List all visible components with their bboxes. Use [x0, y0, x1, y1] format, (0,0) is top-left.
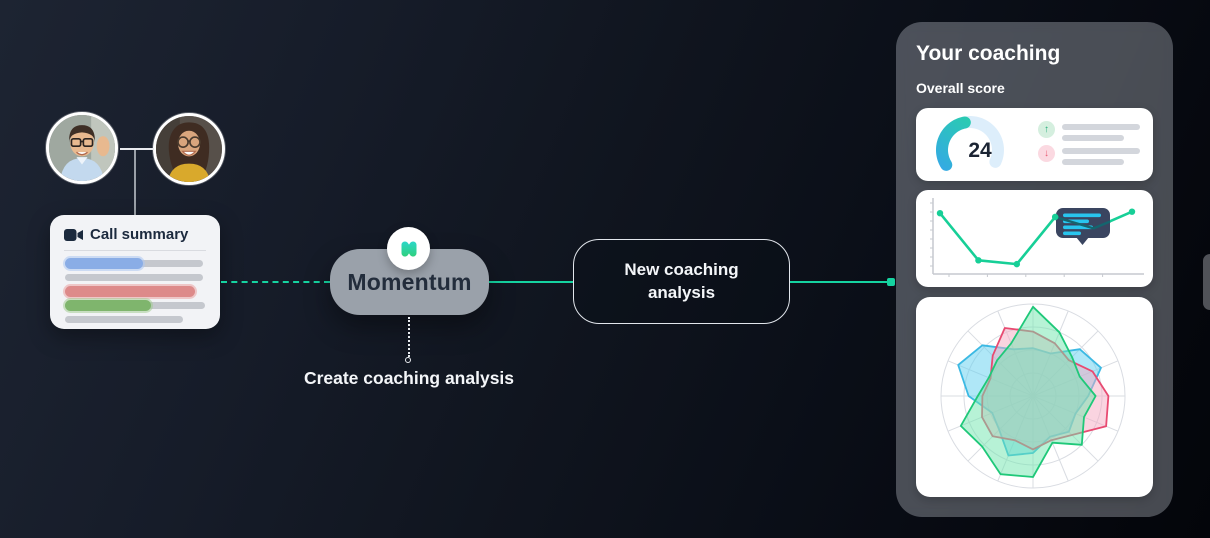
avatar-connector-line — [120, 148, 154, 150]
transcript-skeleton — [50, 251, 220, 323]
call-summary-title: Call summary — [90, 226, 189, 243]
skeleton-bar-gray — [65, 316, 183, 323]
gauge-svg — [935, 116, 1005, 171]
analysis-label: New coaching analysis — [624, 260, 739, 302]
gauge-value: 24 — [968, 139, 992, 162]
panel-subtitle: Overall score — [916, 80, 1005, 96]
skeleton-bar-gray — [65, 274, 203, 281]
overall-score-card: 24 ↑ ↓ — [916, 108, 1153, 181]
radar-chart-card — [916, 297, 1153, 497]
trend-chart-card — [916, 190, 1153, 287]
offscreen-card-edge — [1203, 254, 1210, 310]
new-coaching-analysis-node: New coaching analysis — [573, 239, 790, 324]
dashed-connector — [221, 281, 330, 283]
skeleton-bar — [1062, 135, 1124, 141]
avatar-caller-male — [46, 112, 118, 184]
down-arrow-icon: ↓ — [1038, 145, 1055, 162]
skeleton-bar — [1062, 124, 1140, 130]
connector-analysis-panel — [790, 281, 891, 283]
your-coaching-panel: Your coaching Overall score 24 ↑ ↓ — [896, 22, 1173, 517]
up-arrow-icon: ↑ — [1038, 121, 1055, 138]
skeleton-bar — [1062, 159, 1124, 165]
connector-end-dot — [887, 278, 895, 286]
avatar-photo-male — [49, 115, 115, 181]
video-camera-icon — [64, 228, 83, 241]
action-label: Create coaching analysis — [303, 368, 515, 388]
avatar-caller-female — [153, 113, 225, 185]
avatar-photo-female — [156, 116, 222, 182]
skeleton-bar-blue — [65, 258, 143, 269]
dotted-connector-end-circle — [405, 357, 411, 363]
dotted-action-connector — [408, 317, 410, 357]
skeleton-bar — [1062, 148, 1140, 154]
momentum-logo-badge — [387, 227, 430, 270]
momentum-label: Momentum — [347, 268, 472, 295]
divider — [64, 250, 206, 251]
connector-momentum-analysis — [489, 281, 573, 283]
line-chart-svg — [930, 198, 1144, 277]
skeleton-bar-green — [65, 300, 151, 311]
call-summary-card: Call summary — [50, 215, 220, 329]
momentum-logo-icon — [401, 241, 416, 256]
panel-title: Your coaching — [916, 42, 1061, 65]
avatar-card-connector-line — [134, 150, 136, 216]
radar-svg — [940, 303, 1126, 489]
skeleton-bar-red — [65, 286, 195, 297]
